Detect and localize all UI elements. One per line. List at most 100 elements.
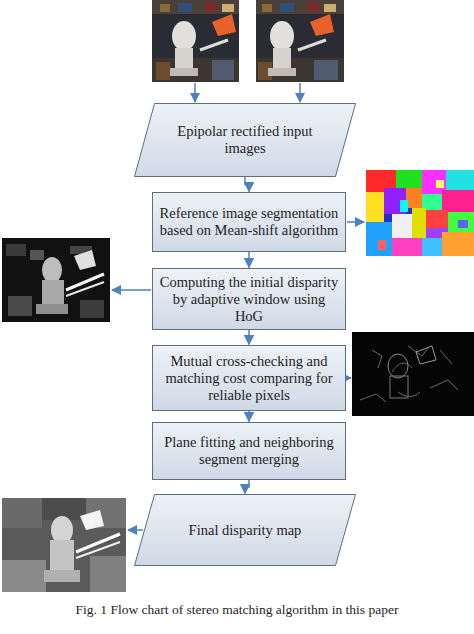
flow-arrow <box>248 252 250 268</box>
initial-disparity-image-part <box>42 257 62 283</box>
final-disparity-image-part <box>80 510 104 530</box>
segmentation-image-part <box>396 170 422 188</box>
reliable-pixels-image-part <box>388 354 408 378</box>
reliable-pixels-image <box>352 332 474 416</box>
stereo-photo-left-part <box>152 0 239 14</box>
segmentation-image-part <box>426 210 448 228</box>
flow-arrow <box>248 330 250 345</box>
flow-arrow <box>245 177 249 192</box>
segmentation-image-part <box>442 190 474 212</box>
stereo-photo-left-part <box>222 4 234 12</box>
final-disparity-image-part <box>2 498 126 592</box>
segmentation-image-part <box>436 180 444 188</box>
segmentation-image-part <box>400 200 408 212</box>
reliable-pixels-image-part <box>360 346 458 402</box>
stereo-photo-left-part <box>212 60 234 80</box>
initial-disparity-image-part <box>66 282 104 296</box>
segmentation-image-part <box>392 238 422 256</box>
leader-arrows-part <box>128 529 143 531</box>
final-disparity-image-part <box>50 540 74 572</box>
segmentation-image-part <box>422 238 442 256</box>
stereo-photo-right-part <box>314 60 338 80</box>
stereo-photo-left-part <box>175 48 193 70</box>
node-text: Final disparity map <box>189 522 302 539</box>
stereo-photo-right-part <box>307 2 319 12</box>
stereo-photo-right-part <box>298 40 326 50</box>
segmentation-image-part <box>406 188 422 208</box>
segmentation-image-part <box>392 214 412 238</box>
initial-disparity-image-part <box>30 250 44 260</box>
stereo-photo-right-part <box>262 4 272 12</box>
parallelogram-shape <box>135 104 356 177</box>
segmentation-image-part <box>422 194 442 210</box>
io-parallelogram: Epipolar rectified input images <box>134 103 356 177</box>
leader-arrows-part <box>112 289 151 291</box>
reliable-pixels-image-part <box>416 346 436 364</box>
stereo-photo-right <box>256 0 344 82</box>
process-box: Reference image segmentation based on Me… <box>152 192 346 252</box>
stereo-photo-right-part <box>270 21 294 51</box>
segmentation-image <box>366 170 474 256</box>
stereo-photo-right-part <box>268 68 296 76</box>
initial-disparity-image-part <box>2 238 110 322</box>
stereo-photo-left-part <box>152 58 239 82</box>
final-disparity-image-part <box>44 570 80 582</box>
segmentation-image-part <box>378 240 386 250</box>
initial-disparity-image-part <box>66 274 104 290</box>
parallelogram-shape <box>135 495 356 566</box>
initial-disparity-image-part <box>80 300 104 318</box>
segmentation-image-part <box>366 222 392 256</box>
leader-arrows <box>112 83 364 530</box>
stereo-photo-left-part <box>200 40 228 50</box>
final-disparity-image-part <box>76 542 120 558</box>
segmentation-image-part <box>412 208 426 238</box>
leader-arrows-part <box>194 83 196 102</box>
segmentation-image-part <box>366 192 384 222</box>
reliable-pixels-image-part <box>352 332 474 416</box>
stereo-photo-left-part <box>172 21 196 51</box>
initial-disparity-image-part <box>8 296 32 316</box>
stereo-photo-right-part <box>256 0 344 14</box>
stereo-photo-right-part <box>273 48 291 70</box>
initial-disparity-image <box>2 238 110 322</box>
segmentation-image-part <box>448 212 474 232</box>
segmentation-image-part <box>442 232 474 256</box>
process-box: Plane fitting and neighboring segment me… <box>152 422 346 480</box>
node-text: Plane fitting and neighboring segment me… <box>159 434 339 468</box>
figure-caption: Fig. 1 Flow chart of stereo matching alg… <box>0 602 474 618</box>
leader-arrows-part <box>299 83 301 102</box>
stereo-photo-left-part <box>156 62 170 80</box>
stereo-photo-left-part <box>152 0 239 82</box>
final-disparity-image-part <box>2 560 46 592</box>
stereo-photo-right-part <box>256 0 344 82</box>
node-text: Computing the initial disparity by adapt… <box>159 274 339 325</box>
io-parallelogram: Final disparity map <box>134 494 356 566</box>
initial-disparity-image-part <box>74 250 96 270</box>
stereo-photo-left-part <box>205 2 217 12</box>
process-box: Mutual cross-checking and matching cost … <box>152 345 346 411</box>
leader-arrows-part <box>347 377 351 379</box>
stereo-photo-left-part <box>170 68 198 76</box>
final-disparity-image-part <box>90 556 126 592</box>
stereo-photo-right-part <box>324 4 336 12</box>
initial-disparity-image-part <box>36 304 68 314</box>
final-disparity-image <box>2 498 126 592</box>
stereo-photo-right-part <box>280 3 294 12</box>
stereo-photo-right-part <box>256 58 344 82</box>
segmentation-image-part <box>366 170 474 256</box>
final-disparity-image-part <box>51 516 73 544</box>
stereo-photo-left-part <box>178 3 192 12</box>
stereo-photo-right-part <box>310 14 334 36</box>
leader-arrows-part <box>347 221 364 223</box>
stereo-photo-left-part <box>160 4 170 12</box>
process-box: Computing the initial disparity by adapt… <box>152 268 346 330</box>
initial-disparity-image-part <box>42 280 64 308</box>
node-text: Epipolar rectified input images <box>168 123 322 157</box>
segmentation-image-part <box>446 170 474 190</box>
final-disparity-image-part <box>2 498 42 528</box>
stereo-photo-left-part <box>212 14 236 36</box>
segmentation-image-part <box>458 220 468 228</box>
node-text: Mutual cross-checking and matching cost … <box>159 353 339 404</box>
